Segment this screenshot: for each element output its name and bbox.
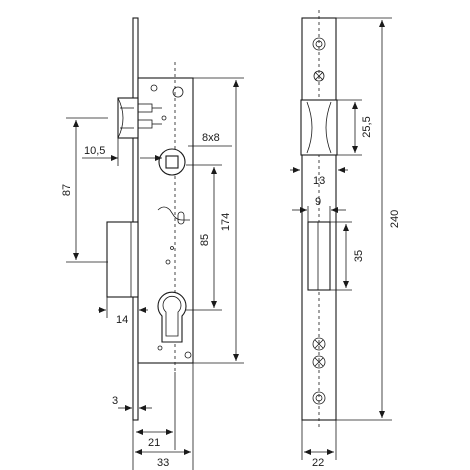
spring-detail [157, 206, 190, 221]
bottom-screw [184, 351, 192, 359]
dim-21-label: 21 [148, 437, 160, 449]
bolt-opening [307, 221, 331, 291]
dim-8x8-label: 8x8 [202, 132, 220, 144]
dim-25-5-label: 25,5 [361, 116, 373, 137]
bottom-screws [312, 337, 326, 405]
bottom-rivet [157, 345, 163, 351]
left-dimensions: 87 10,5 8x8 85 174 14 3 21 [61, 77, 244, 470]
lock-side-view [106, 17, 194, 421]
case-rivet [150, 84, 158, 92]
latch-bolt [117, 97, 167, 139]
dead-bolt [106, 221, 139, 298]
cylinder-cutout [157, 291, 187, 343]
pin-small [170, 246, 174, 250]
dim-87-label: 87 [61, 184, 73, 196]
right-dimensions: 25,5 13 9 35 240 22 [290, 17, 401, 469]
case-screw [172, 86, 184, 98]
latch-opening [300, 99, 338, 156]
dim-14-label: 14 [116, 314, 128, 326]
faceplate-front-view [300, 10, 338, 430]
follower-hub [158, 148, 186, 176]
pin [165, 259, 171, 265]
dim-240-label: 240 [389, 210, 401, 228]
dim-13-label: 13 [313, 175, 325, 187]
dim-33-label: 33 [157, 457, 169, 469]
dim-3-label: 3 [112, 395, 118, 407]
dim-174-label: 174 [220, 213, 232, 231]
dim-85-label: 85 [199, 234, 211, 246]
dim-9-label: 9 [315, 196, 321, 208]
dim-10-5-label: 10,5 [84, 145, 105, 157]
dim-22-label: 22 [312, 457, 324, 469]
faceplate-edge [132, 17, 139, 421]
slot [177, 211, 185, 225]
top-screws [312, 37, 326, 82]
dim-35-label: 35 [353, 250, 365, 262]
